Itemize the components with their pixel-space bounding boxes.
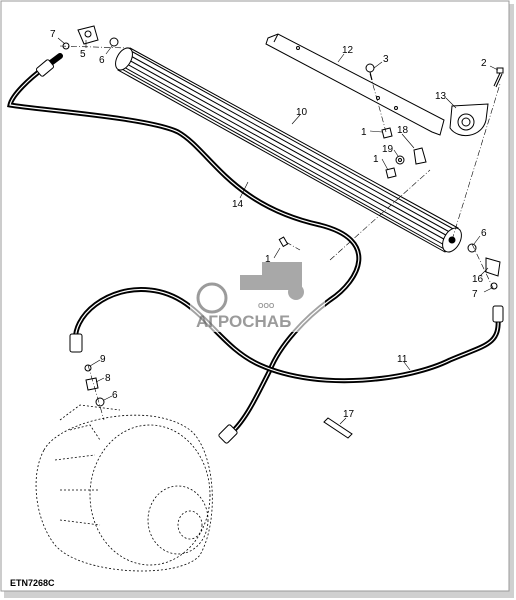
callout-6: 6: [99, 55, 105, 66]
small-hardware: [278, 63, 427, 248]
upper-left-fittings: [62, 25, 119, 50]
callout-13: 13: [435, 91, 447, 102]
callout-17: 17: [343, 409, 355, 420]
callout-9: 9: [100, 354, 106, 365]
callout-14: 14: [232, 199, 244, 210]
callouts: 7 5 6 12 3 2 13 10 1 18 19 1 14 6 1 16 7…: [50, 29, 487, 420]
lower-hose: [72, 286, 501, 384]
callout-6: 6: [481, 228, 487, 239]
hydraulic-motor: [35, 404, 213, 572]
callout-3: 3: [383, 54, 389, 65]
callout-19: 19: [382, 144, 394, 155]
watermark-company-prefix: ООО: [258, 303, 275, 310]
callout-1: 1: [373, 154, 379, 165]
leader-lines: [57, 37, 499, 425]
hose-fittings: [35, 59, 504, 444]
callout-1: 1: [265, 254, 271, 265]
callout-7: 7: [50, 29, 56, 40]
callout-16: 16: [472, 274, 484, 285]
callout-1: 1: [361, 127, 367, 138]
callout-6: 6: [112, 390, 118, 401]
pin-17: [323, 417, 353, 439]
callout-11: 11: [397, 354, 408, 365]
tractor-icon: [240, 262, 304, 300]
callout-8: 8: [105, 373, 111, 384]
callout-10: 10: [296, 107, 308, 118]
watermark-company-name: АГРОСНАБ: [196, 312, 291, 331]
callout-12: 12: [342, 45, 354, 56]
gear-icon: [196, 282, 228, 314]
watermark: ООО АГРОСНАБ: [190, 262, 325, 332]
callout-18: 18: [397, 125, 409, 136]
bolt-2: [493, 67, 504, 88]
callout-7: 7: [472, 289, 478, 300]
alignment-lines: [59, 45, 501, 421]
figure-code: ETN7268C: [10, 578, 55, 588]
callout-2: 2: [481, 58, 487, 69]
bracket: [265, 33, 445, 136]
roller: [115, 47, 462, 253]
callout-5: 5: [80, 49, 86, 60]
bearing-housing: [449, 103, 489, 136]
